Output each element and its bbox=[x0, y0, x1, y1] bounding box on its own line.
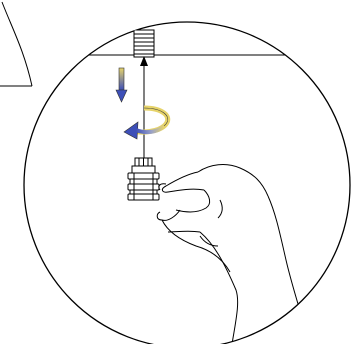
detail-magnifier-circle bbox=[24, 22, 350, 344]
receptacle-connector bbox=[134, 30, 154, 57]
leader-lines bbox=[0, 2, 32, 86]
